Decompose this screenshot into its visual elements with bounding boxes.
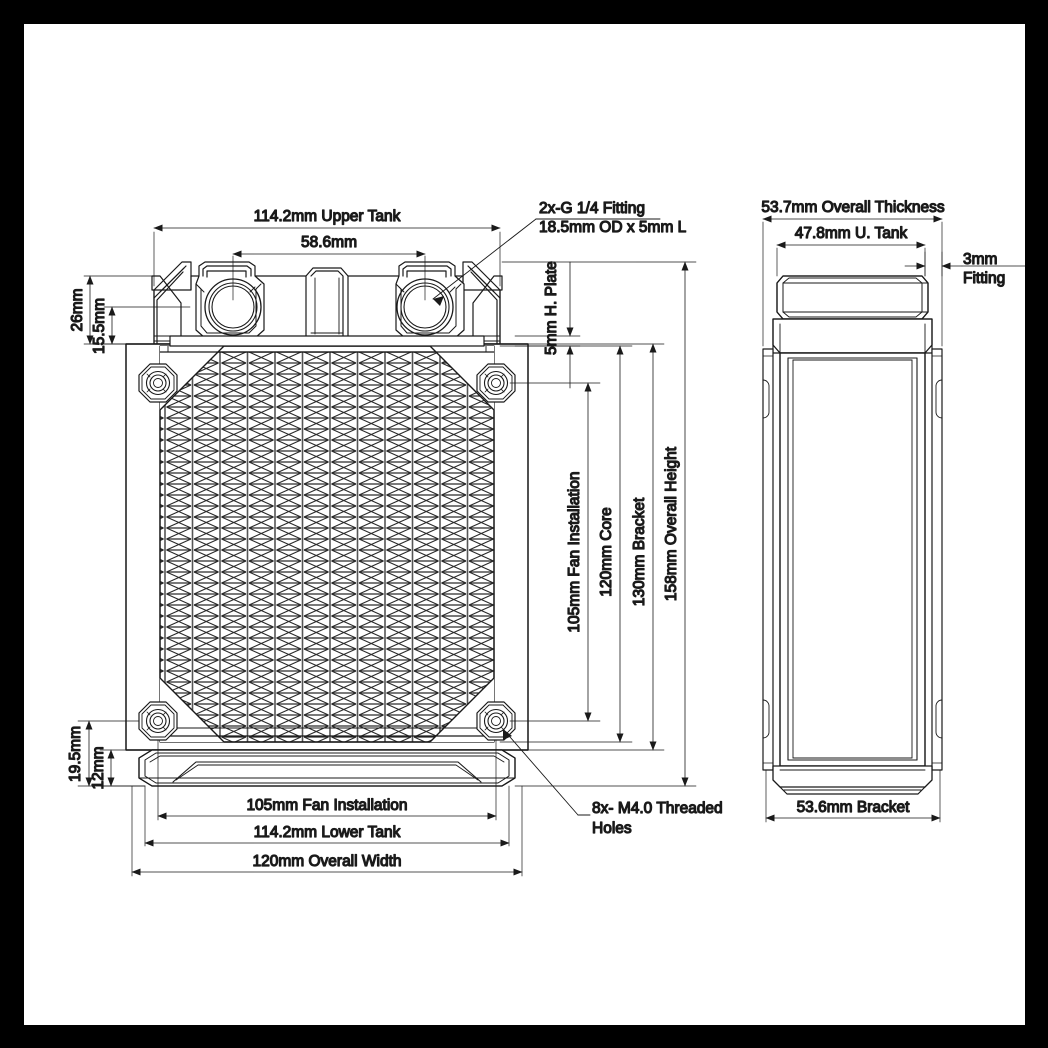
dim-lower-tank-width: 114.2mm Lower Tank: [144, 785, 510, 847]
dim-header-offset-label: 15.5mm: [91, 298, 108, 354]
header-plate: [169, 335, 485, 347]
fitting-port-right: [395, 261, 465, 339]
dim-fitting-thickness-line2: Fitting: [963, 270, 1005, 287]
dim-bracket-height-label: 130mm Bracket: [631, 497, 648, 606]
dim-lower-bracket-height-label: 19.5mm: [67, 726, 84, 782]
dim-fitting-thickness-line1: 3mm: [963, 251, 997, 268]
mounting-hole-bottom-left: [138, 701, 178, 741]
dim-lower-tank-height-label: 12mm: [90, 746, 107, 789]
callout-fitting-line2: 18.5mm OD x 5mm L: [539, 219, 687, 236]
dim-overall-height-label: 158mm Overall Height: [663, 446, 680, 601]
dim-core-height: 120mm Core: [499, 345, 633, 743]
mounting-hole-top-right: [476, 363, 516, 403]
callout-threaded-holes-line2: Holes: [592, 820, 632, 837]
dim-fan-installation-height: 105mm Fan Installation: [509, 382, 601, 722]
lower-tank: [138, 749, 516, 787]
side-view-upper-tank: [772, 318, 933, 354]
threaded-mounting-holes: [138, 363, 516, 741]
mounting-hole-top-left: [138, 363, 178, 403]
dim-port-spacing: 58.6mm: [232, 233, 426, 301]
callout-fitting: 2x-G 1/4 Fitting 18.5mm OD x 5mm L: [432, 199, 687, 306]
dim-lower-tank-width-label: 114.2mm Lower Tank: [254, 824, 401, 841]
callout-threaded-holes-line1: 8x- M4.0 Threaded: [592, 800, 723, 817]
dim-overall-thickness-label: 53.7mm Overall Thickness: [761, 199, 944, 216]
dim-upper-tank-height-label: 26mm: [69, 288, 86, 331]
side-view-fitting-block: [776, 275, 929, 320]
center-notch: [305, 267, 349, 341]
dim-bracket-thickness: 53.6mm Bracket: [765, 769, 941, 823]
dim-fan-installation-width: 105mm Fan Installation: [157, 739, 497, 821]
technical-drawing: 114.2mm Upper Tank 58.6mm 26mm 15.5mm 5m…: [24, 24, 1025, 1025]
dim-overall-width: 120mm Overall Width: [131, 785, 523, 877]
drawing-canvas: 114.2mm Upper Tank 58.6mm 26mm 15.5mm 5m…: [24, 24, 1025, 1025]
radiator-core: [159, 345, 495, 743]
callout-threaded-holes: 8x- M4.0 Threaded Holes: [502, 728, 723, 838]
dim-overall-height: 158mm Overall Height: [501, 261, 697, 787]
dim-upper-tank-width: 114.2mm Upper Tank: [153, 207, 501, 287]
dim-fan-installation-height-label: 105mm Fan Installation: [566, 471, 583, 632]
dim-header-plate-label: 5mm H. Plate: [543, 261, 560, 355]
dim-core-height-label: 120mm Core: [598, 507, 615, 597]
dim-overall-thickness: 53.7mm Overall Thickness: [761, 198, 945, 347]
dim-lower-tank-height: 12mm: [89, 746, 161, 790]
callout-fitting-line1: 2x-G 1/4 Fitting: [539, 200, 645, 217]
dim-fan-installation-width-label: 105mm Fan Installation: [246, 797, 407, 814]
dim-header-plate: 5mm H. Plate: [514, 260, 581, 389]
fitting-port-left: [195, 261, 265, 339]
dim-upper-tank-thickness: 47.8mm U. Tank: [776, 224, 926, 277]
mounting-hole-bottom-right: [476, 701, 516, 741]
dim-upper-tank-width-label: 114.2mm Upper Tank: [254, 208, 401, 225]
dim-port-spacing-label: 58.6mm: [301, 234, 357, 251]
dim-lower-bracket-height: 19.5mm: [66, 720, 146, 787]
side-view-core: [779, 352, 926, 767]
dim-bracket-thickness-label: 53.6mm Bracket: [797, 799, 911, 816]
dim-overall-width-label: 120mm Overall Width: [252, 853, 401, 870]
dim-bracket-height: 130mm Bracket: [527, 343, 665, 751]
side-view-lower-tank: [772, 765, 933, 795]
dim-upper-tank-height: 26mm: [68, 275, 161, 345]
dim-header-offset: 15.5mm: [90, 297, 191, 355]
side-view-brackets: [762, 348, 943, 771]
dim-fitting-thickness: 3mm Fitting: [904, 250, 1025, 288]
dim-upper-tank-thickness-label: 47.8mm U. Tank: [795, 225, 908, 242]
